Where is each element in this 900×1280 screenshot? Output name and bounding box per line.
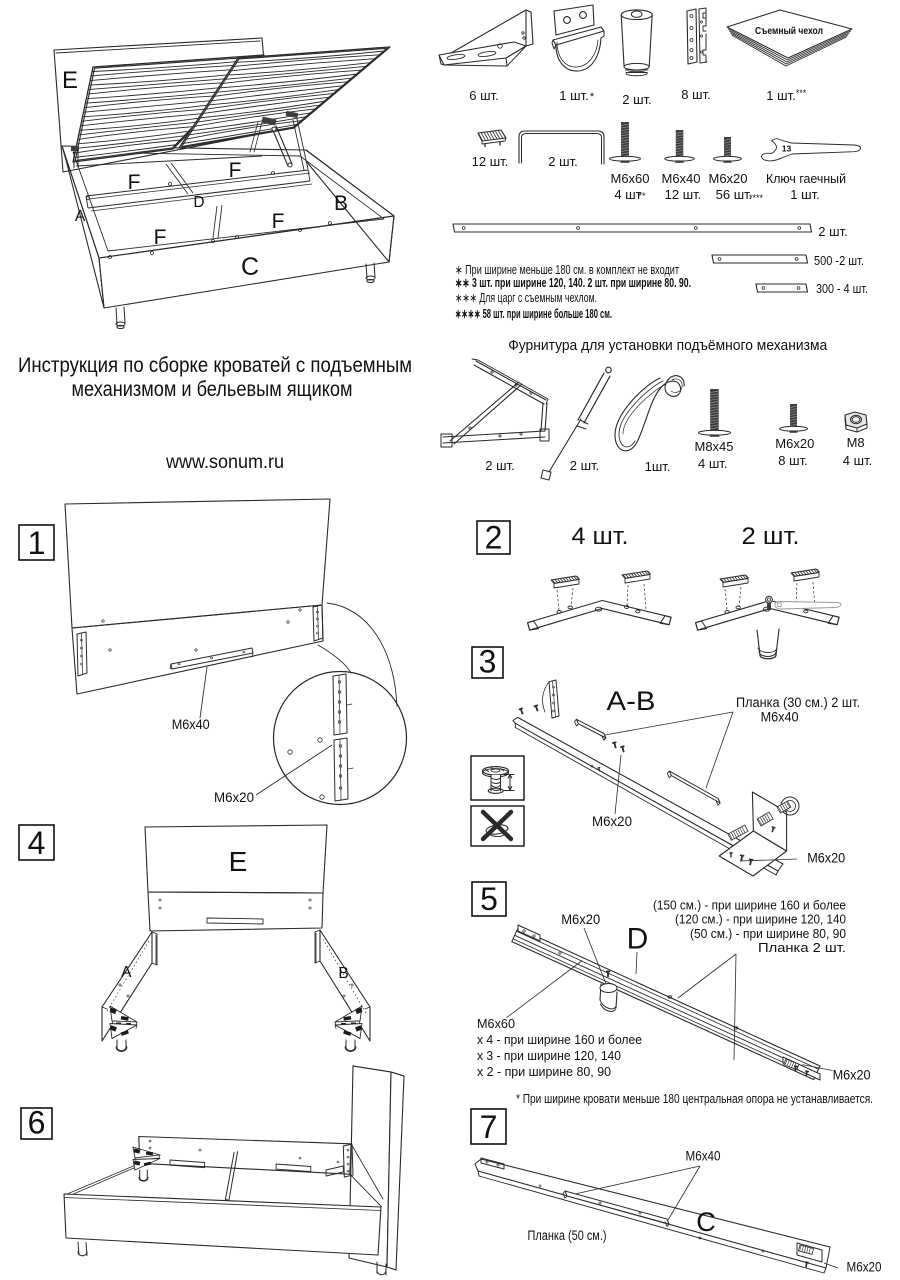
svg-text:7: 7 [480, 1109, 498, 1145]
svg-text:Инструкция по сборке кроватей: Инструкция по сборке кроватей с подъемны… [18, 354, 412, 377]
svg-text:M6x20: M6x20 [561, 911, 600, 927]
svg-text:Фурнитура для установки подъём: Фурнитура для установки подъёмного механ… [508, 337, 828, 354]
svg-text:M6x20: M6x20 [214, 789, 254, 805]
svg-text:D: D [627, 923, 649, 956]
svg-text:(150 см.) - при ширине 160 и б: (150 см.) - при ширине 160 и более [653, 898, 846, 913]
svg-text:∗∗∗∗ 58 шт. при ширине больше: ∗∗∗∗ 58 шт. при ширине больше 180 см. [455, 307, 612, 321]
svg-text:M8x45: M8x45 [694, 439, 733, 454]
svg-text:56 шт.: 56 шт. [716, 187, 753, 202]
svg-text:C: C [241, 253, 259, 281]
svg-text:Съемный чехол: Съемный чехол [755, 25, 823, 37]
svg-text:6: 6 [28, 1105, 46, 1141]
svg-text:3: 3 [479, 644, 497, 680]
svg-text:1 шт.: 1 шт. [559, 88, 588, 103]
svg-text:A: A [121, 964, 132, 981]
svg-text:F: F [272, 210, 285, 233]
svg-text:8 шт.: 8 шт. [681, 87, 710, 102]
svg-text:* При ширине кровати меньше 18: * При ширине кровати меньше 180 централь… [516, 1092, 873, 1106]
svg-text:1шт.: 1шт. [645, 459, 671, 474]
svg-text:2 шт.: 2 шт. [818, 224, 847, 239]
svg-text:M6x60: M6x60 [477, 1016, 515, 1031]
svg-text:х 4 - при ширине 160 и более: х 4 - при ширине 160 и более [477, 1032, 642, 1047]
svg-text:500 -2 шт.: 500 -2 шт. [814, 253, 864, 268]
svg-text:300 - 4 шт.: 300 - 4 шт. [816, 281, 868, 296]
svg-text:M6x20: M6x20 [775, 436, 814, 451]
svg-text:механизмом и бельевым ящиком: механизмом и бельевым ящиком [72, 378, 353, 401]
svg-text:х 2 - при ширине 80, 90: х 2 - при ширине 80, 90 [477, 1064, 611, 1079]
svg-text:6 шт.: 6 шт. [469, 88, 498, 103]
svg-text:1 шт.: 1 шт. [790, 187, 819, 202]
svg-text:B: B [338, 965, 348, 982]
svg-text:M6x40: M6x40 [761, 710, 799, 725]
svg-text:х 3 - при ширине 120, 140: х 3 - при ширине 120, 140 [477, 1048, 621, 1063]
svg-text:4 шт.: 4 шт. [572, 523, 629, 550]
svg-text:M6x40: M6x40 [661, 171, 700, 186]
svg-text:B: B [334, 192, 348, 215]
svg-text:F: F [154, 226, 167, 249]
svg-text:Планка 2 шт.: Планка 2 шт. [758, 940, 846, 955]
svg-text:Планка (50 см.): Планка (50 см.) [528, 1228, 607, 1243]
svg-text:∗∗∗ Для царг с съемным чехлом: ∗∗∗ Для царг с съемным чехлом. [455, 291, 597, 305]
svg-text:C: C [696, 1207, 716, 1237]
svg-text:F: F [229, 159, 242, 182]
svg-text:5: 5 [480, 881, 498, 917]
svg-text:13: 13 [782, 144, 792, 154]
svg-text:M6x20: M6x20 [807, 850, 845, 866]
svg-text:(50 см.) - при ширине 80, 90: (50 см.) - при ширине 80, 90 [690, 926, 846, 941]
svg-text:*: * [590, 91, 595, 103]
svg-text:2 шт.: 2 шт. [485, 458, 514, 473]
svg-text:2 шт.: 2 шт. [548, 154, 577, 169]
svg-text:E: E [62, 67, 78, 94]
svg-text:8 шт.: 8 шт. [778, 453, 807, 468]
svg-text:∗∗ 3 шт. при ширине 120, 140.: ∗∗ 3 шт. при ширине 120, 140. 2 шт. при … [455, 276, 691, 290]
svg-text:M6x20: M6x20 [592, 813, 632, 829]
svg-text:A-B: A-B [607, 686, 656, 716]
svg-text:4 шт.: 4 шт. [843, 453, 872, 468]
svg-text:M6x20: M6x20 [847, 1259, 882, 1275]
svg-text:M6x20: M6x20 [833, 1066, 871, 1082]
svg-text:***: *** [796, 88, 807, 98]
svg-text:M8: M8 [847, 435, 865, 450]
svg-text:www.sonum.ru: www.sonum.ru [165, 451, 284, 473]
svg-text:E: E [229, 846, 248, 877]
svg-text:M6x20: M6x20 [708, 171, 747, 186]
svg-text:****: **** [749, 193, 764, 203]
svg-text:4 шт.: 4 шт. [698, 456, 727, 471]
svg-text:12 шт.: 12 шт. [472, 154, 509, 169]
svg-text:1 шт.: 1 шт. [766, 88, 795, 103]
svg-text:2 шт.: 2 шт. [742, 523, 800, 550]
svg-text:F: F [128, 171, 141, 194]
svg-text:2: 2 [485, 519, 503, 555]
svg-text:M6x40: M6x40 [172, 716, 210, 732]
svg-text:A: A [75, 208, 86, 225]
svg-text:4 шт: 4 шт [614, 187, 641, 202]
svg-text:2 шт.: 2 шт. [622, 92, 651, 107]
svg-text:M6x40: M6x40 [686, 1148, 721, 1164]
svg-text:M6x60: M6x60 [610, 171, 649, 186]
svg-text:Ключ гаечный: Ключ гаечный [766, 171, 846, 186]
svg-text:4: 4 [28, 825, 46, 861]
svg-text:1: 1 [28, 525, 46, 561]
svg-text:∗ При ширине меньше 180 см. в: ∗ При ширине меньше 180 см. в комплект н… [455, 263, 679, 277]
svg-text:(120 см.) - при ширине 120, 14: (120 см.) - при ширине 120, 140 [675, 912, 846, 927]
svg-text:D: D [193, 194, 204, 211]
svg-text:2 шт.: 2 шт. [570, 458, 599, 473]
svg-text:Планка (30 см.) 2 шт.: Планка (30 см.) 2 шт. [736, 695, 860, 710]
svg-text:**: ** [638, 191, 646, 201]
svg-text:12 шт.: 12 шт. [665, 187, 702, 202]
